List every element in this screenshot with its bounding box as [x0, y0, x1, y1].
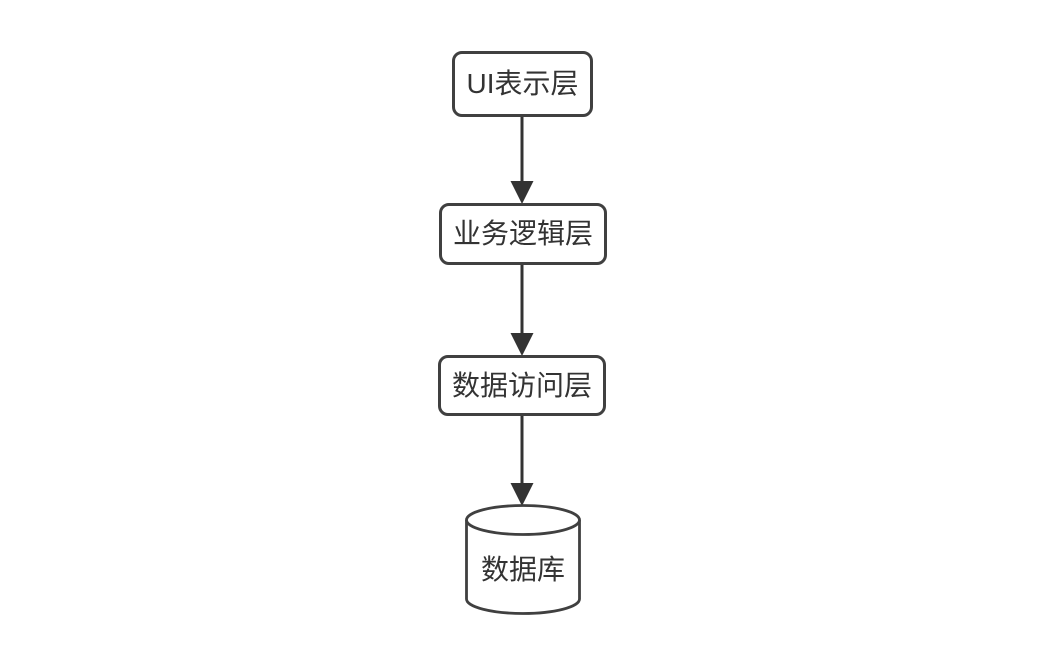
- node-data-access-layer-label: 数据访问层: [451, 369, 592, 401]
- node-database: 数据库: [463, 556, 583, 584]
- node-business-logic-layer-label: 业务逻辑层: [452, 218, 593, 249]
- arrow-ui-to-business-icon: [510, 117, 534, 204]
- arrow-business-to-dataaccess-icon: [510, 265, 534, 356]
- node-ui-presentation-layer-label: UI表示层: [466, 68, 579, 99]
- node-data-access-layer: 数据访问层: [438, 355, 606, 416]
- arrow-dataaccess-to-database-icon: [510, 416, 534, 506]
- node-database-label: 数据库: [480, 554, 565, 585]
- node-ui-presentation-layer: UI表示层: [452, 51, 593, 117]
- database-cylinder-icon: [465, 504, 581, 615]
- node-business-logic-layer: 业务逻辑层: [439, 203, 607, 265]
